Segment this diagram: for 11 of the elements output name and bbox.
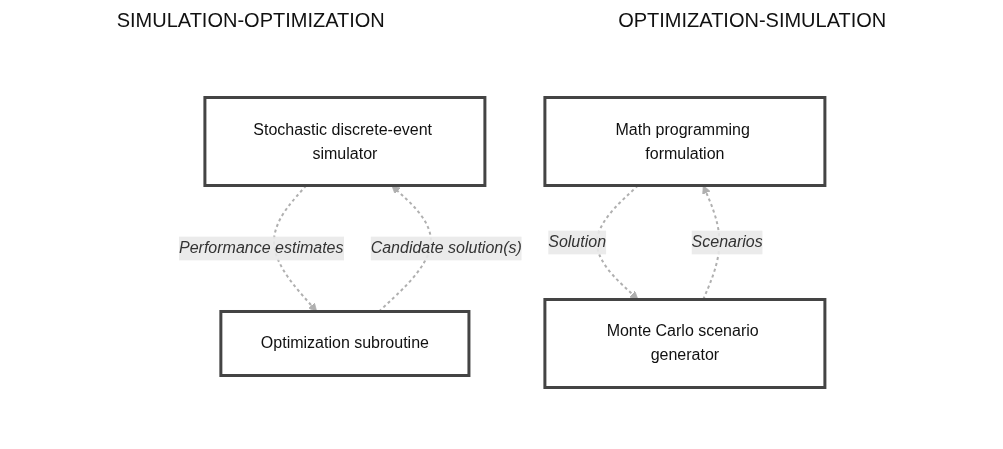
panel-heading: SIMULATION-OPTIMIZATION xyxy=(116,8,385,32)
panel-heading: OPTIMIZATION-SIMULATION xyxy=(618,8,887,32)
arrow xyxy=(377,185,432,313)
edge-label: Scenarios xyxy=(691,233,763,251)
node-box: Stochastic discrete-event simulator xyxy=(202,96,486,187)
node-box: Optimization subroutine xyxy=(218,310,470,377)
edge-label: Candidate solution(s) xyxy=(370,239,522,257)
node-box: Monte Carlo scenario generator xyxy=(542,298,826,389)
edge-label: Solution xyxy=(547,233,606,251)
node-box: Math programming formulation xyxy=(542,96,826,187)
edge-label: Performance estimates xyxy=(178,239,344,257)
